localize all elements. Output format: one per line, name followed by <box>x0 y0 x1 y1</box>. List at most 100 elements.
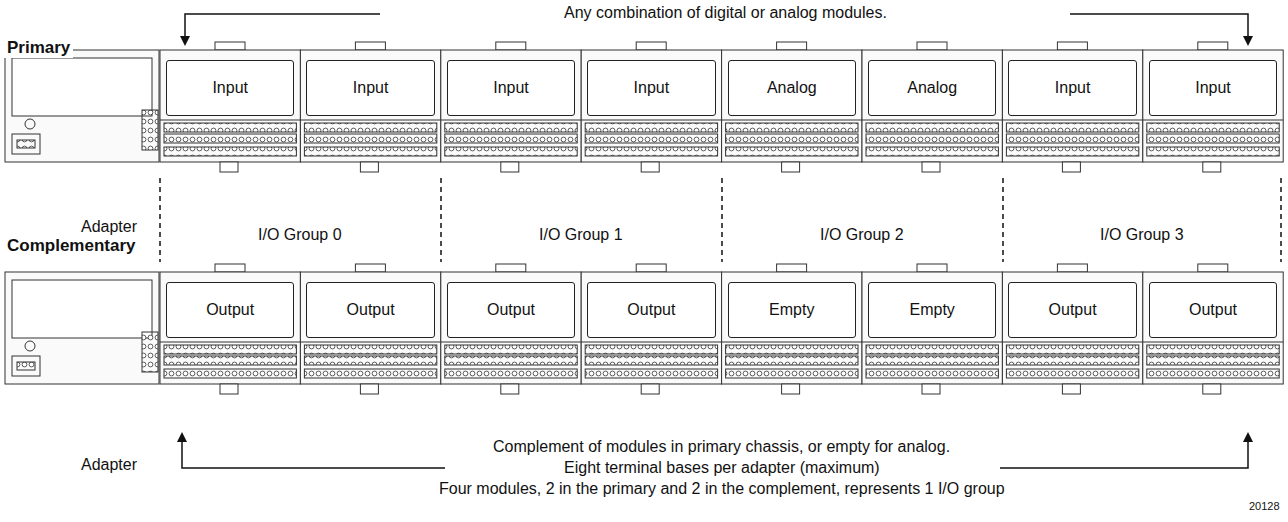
module-window: Input <box>1149 60 1277 116</box>
module-tab <box>215 42 245 50</box>
terminal-row <box>445 369 577 378</box>
module-edge <box>441 120 581 121</box>
module-edge <box>581 120 721 121</box>
module-edge <box>300 120 440 121</box>
module-base <box>862 272 1002 384</box>
din-foot <box>360 162 378 172</box>
module-label: Input <box>634 79 670 97</box>
terminal-row <box>164 356 296 365</box>
terminal-row <box>164 369 296 378</box>
module-window: Analog <box>728 60 856 116</box>
terminal-row <box>1147 147 1279 156</box>
terminal-row <box>445 147 577 156</box>
module-edge <box>862 342 1002 343</box>
terminal-row <box>164 134 296 143</box>
module-tab <box>636 42 666 50</box>
terminal-row <box>164 147 296 156</box>
din-foot <box>1203 162 1221 172</box>
din-foot <box>1062 162 1080 172</box>
module-edge <box>722 342 862 343</box>
module-tab <box>917 264 947 272</box>
module-window: Analog <box>868 60 996 116</box>
adapter-screw <box>25 341 35 351</box>
terminal-row <box>164 345 296 354</box>
module-label: Output <box>1049 301 1097 319</box>
terminal-row <box>585 147 717 156</box>
module-base <box>160 272 300 384</box>
module-window: Input <box>306 60 434 116</box>
module-edge <box>441 342 581 343</box>
figure-number: 20128 <box>1246 500 1283 512</box>
module-edge <box>862 120 1002 121</box>
module-window: Output <box>447 282 575 338</box>
module-window: Empty <box>868 282 996 338</box>
terminal-row <box>1006 147 1138 156</box>
module-label: Output <box>627 301 675 319</box>
terminal-row <box>726 356 858 365</box>
group-label: I/O Group 2 <box>817 226 907 244</box>
din-foot <box>220 384 238 394</box>
din-foot <box>360 384 378 394</box>
adapter-panel <box>12 280 152 338</box>
terminal-row <box>304 134 436 143</box>
module-window: Empty <box>728 282 856 338</box>
module-base <box>1143 272 1283 384</box>
module-edge <box>722 120 862 121</box>
terminal-row <box>866 147 998 156</box>
terminal-row <box>304 356 436 365</box>
din-foot <box>922 162 940 172</box>
terminal-row <box>304 147 436 156</box>
module-window: Input <box>447 60 575 116</box>
module-label: Analog <box>907 79 957 97</box>
module-label: Input <box>353 79 389 97</box>
adapter-connector <box>12 356 40 376</box>
adapter-panel <box>12 58 152 116</box>
terminal-row <box>585 134 717 143</box>
module-tab <box>1198 42 1228 50</box>
adapter-body <box>5 50 159 162</box>
module-base <box>160 50 300 162</box>
note-text: Complementary <box>4 236 138 256</box>
terminal-row <box>726 134 858 143</box>
adapter-screw <box>25 119 35 129</box>
module-label: Analog <box>767 79 817 97</box>
adapter-terminals <box>142 332 158 372</box>
adapter: Adapter <box>5 50 159 162</box>
terminal-row <box>1006 345 1138 354</box>
module-label: Output <box>206 301 254 319</box>
module-label: Output <box>347 301 395 319</box>
module-base <box>862 50 1002 162</box>
din-foot <box>1203 384 1221 394</box>
module-tab <box>1057 264 1087 272</box>
module-base <box>722 50 862 162</box>
module-base <box>1143 50 1283 162</box>
terminal-row <box>304 369 436 378</box>
module-base <box>300 50 440 162</box>
module-edge <box>160 342 300 343</box>
module-base <box>441 50 581 162</box>
din-foot <box>501 384 519 394</box>
terminal-row <box>726 369 858 378</box>
adapter-pins <box>17 362 35 370</box>
terminal-row <box>304 123 436 132</box>
module-base <box>1002 272 1142 384</box>
note-text: Primary <box>4 38 73 58</box>
terminal-row <box>866 134 998 143</box>
terminal-row <box>726 147 858 156</box>
terminal-row <box>585 356 717 365</box>
module-edge <box>160 120 300 121</box>
module-base <box>1002 50 1142 162</box>
terminal-row <box>585 369 717 378</box>
module-edge <box>300 342 440 343</box>
module-tab <box>1057 42 1087 50</box>
note-text: Four modules, 2 in the primary and 2 in … <box>436 480 1008 498</box>
module-tab <box>777 42 807 50</box>
note-text: Complement of modules in primary chassis… <box>490 438 953 456</box>
group-label: I/O Group 1 <box>536 226 626 244</box>
terminal-row <box>445 134 577 143</box>
din-foot <box>501 162 519 172</box>
module-tab <box>496 42 526 50</box>
terminal-row <box>445 123 577 132</box>
module-tab <box>917 42 947 50</box>
module-window: Output <box>306 282 434 338</box>
